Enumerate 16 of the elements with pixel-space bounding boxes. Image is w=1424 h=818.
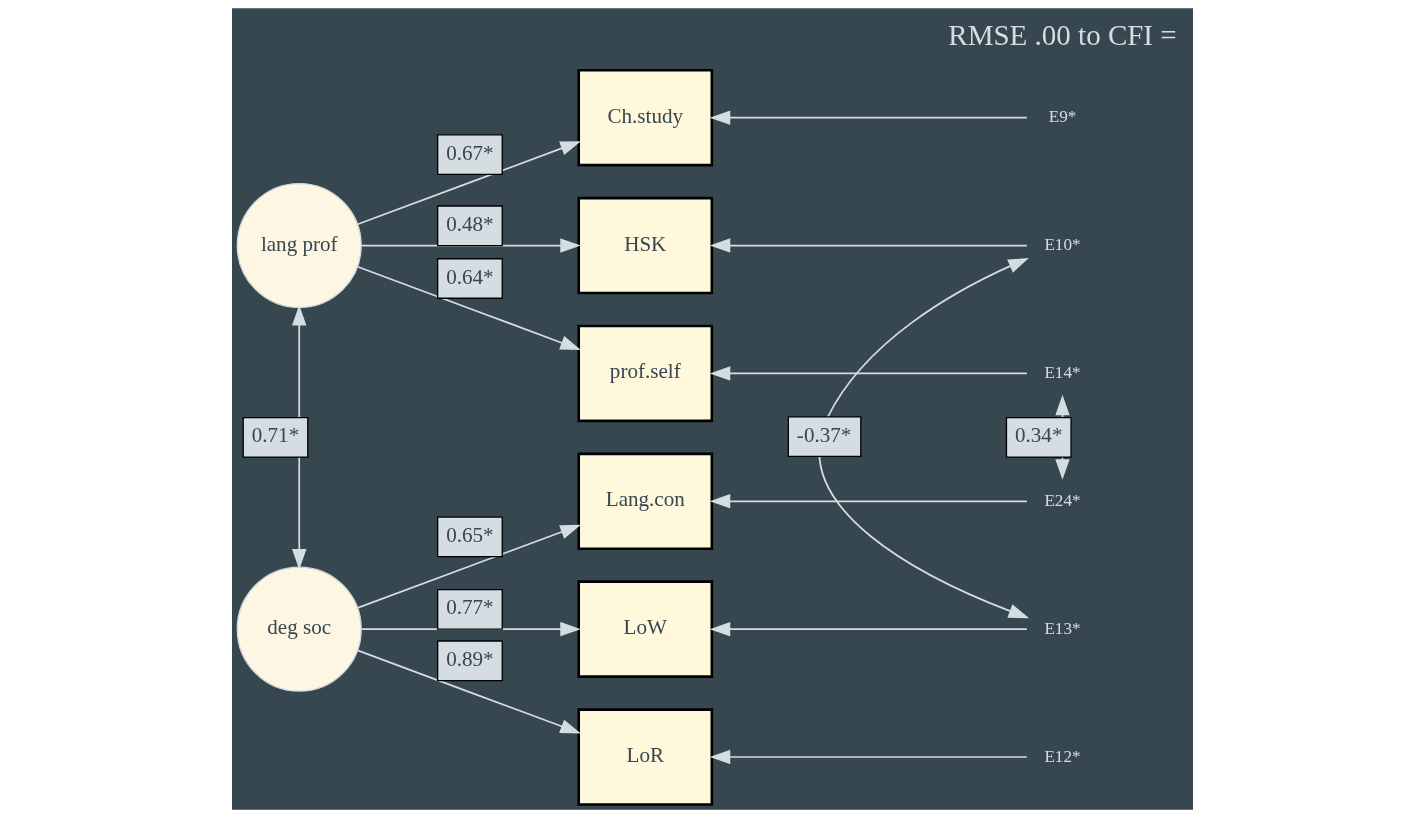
node-text: E13* xyxy=(1043,618,1081,638)
edge-label: 0.64* xyxy=(445,264,494,289)
label: RMSE .00 to CFI = xyxy=(947,18,1177,51)
edge-label: 0.77* xyxy=(445,595,494,620)
edge-label: 0.48* xyxy=(445,211,494,236)
edge-label: 0.65* xyxy=(445,522,494,547)
edge-label: 0.34* xyxy=(1014,423,1062,448)
node-text: E12* xyxy=(1043,746,1081,766)
node-text: E9* xyxy=(1048,107,1076,127)
edge-label: 0.89* xyxy=(445,646,494,671)
edge-label: -0.37* xyxy=(796,422,851,447)
node-text: E24* xyxy=(1043,490,1081,510)
node-text: E10* xyxy=(1043,235,1081,255)
edge-label: 0.67* xyxy=(445,140,494,165)
edge-label: 0.71* xyxy=(251,423,299,448)
node-text: E14* xyxy=(1043,362,1081,382)
